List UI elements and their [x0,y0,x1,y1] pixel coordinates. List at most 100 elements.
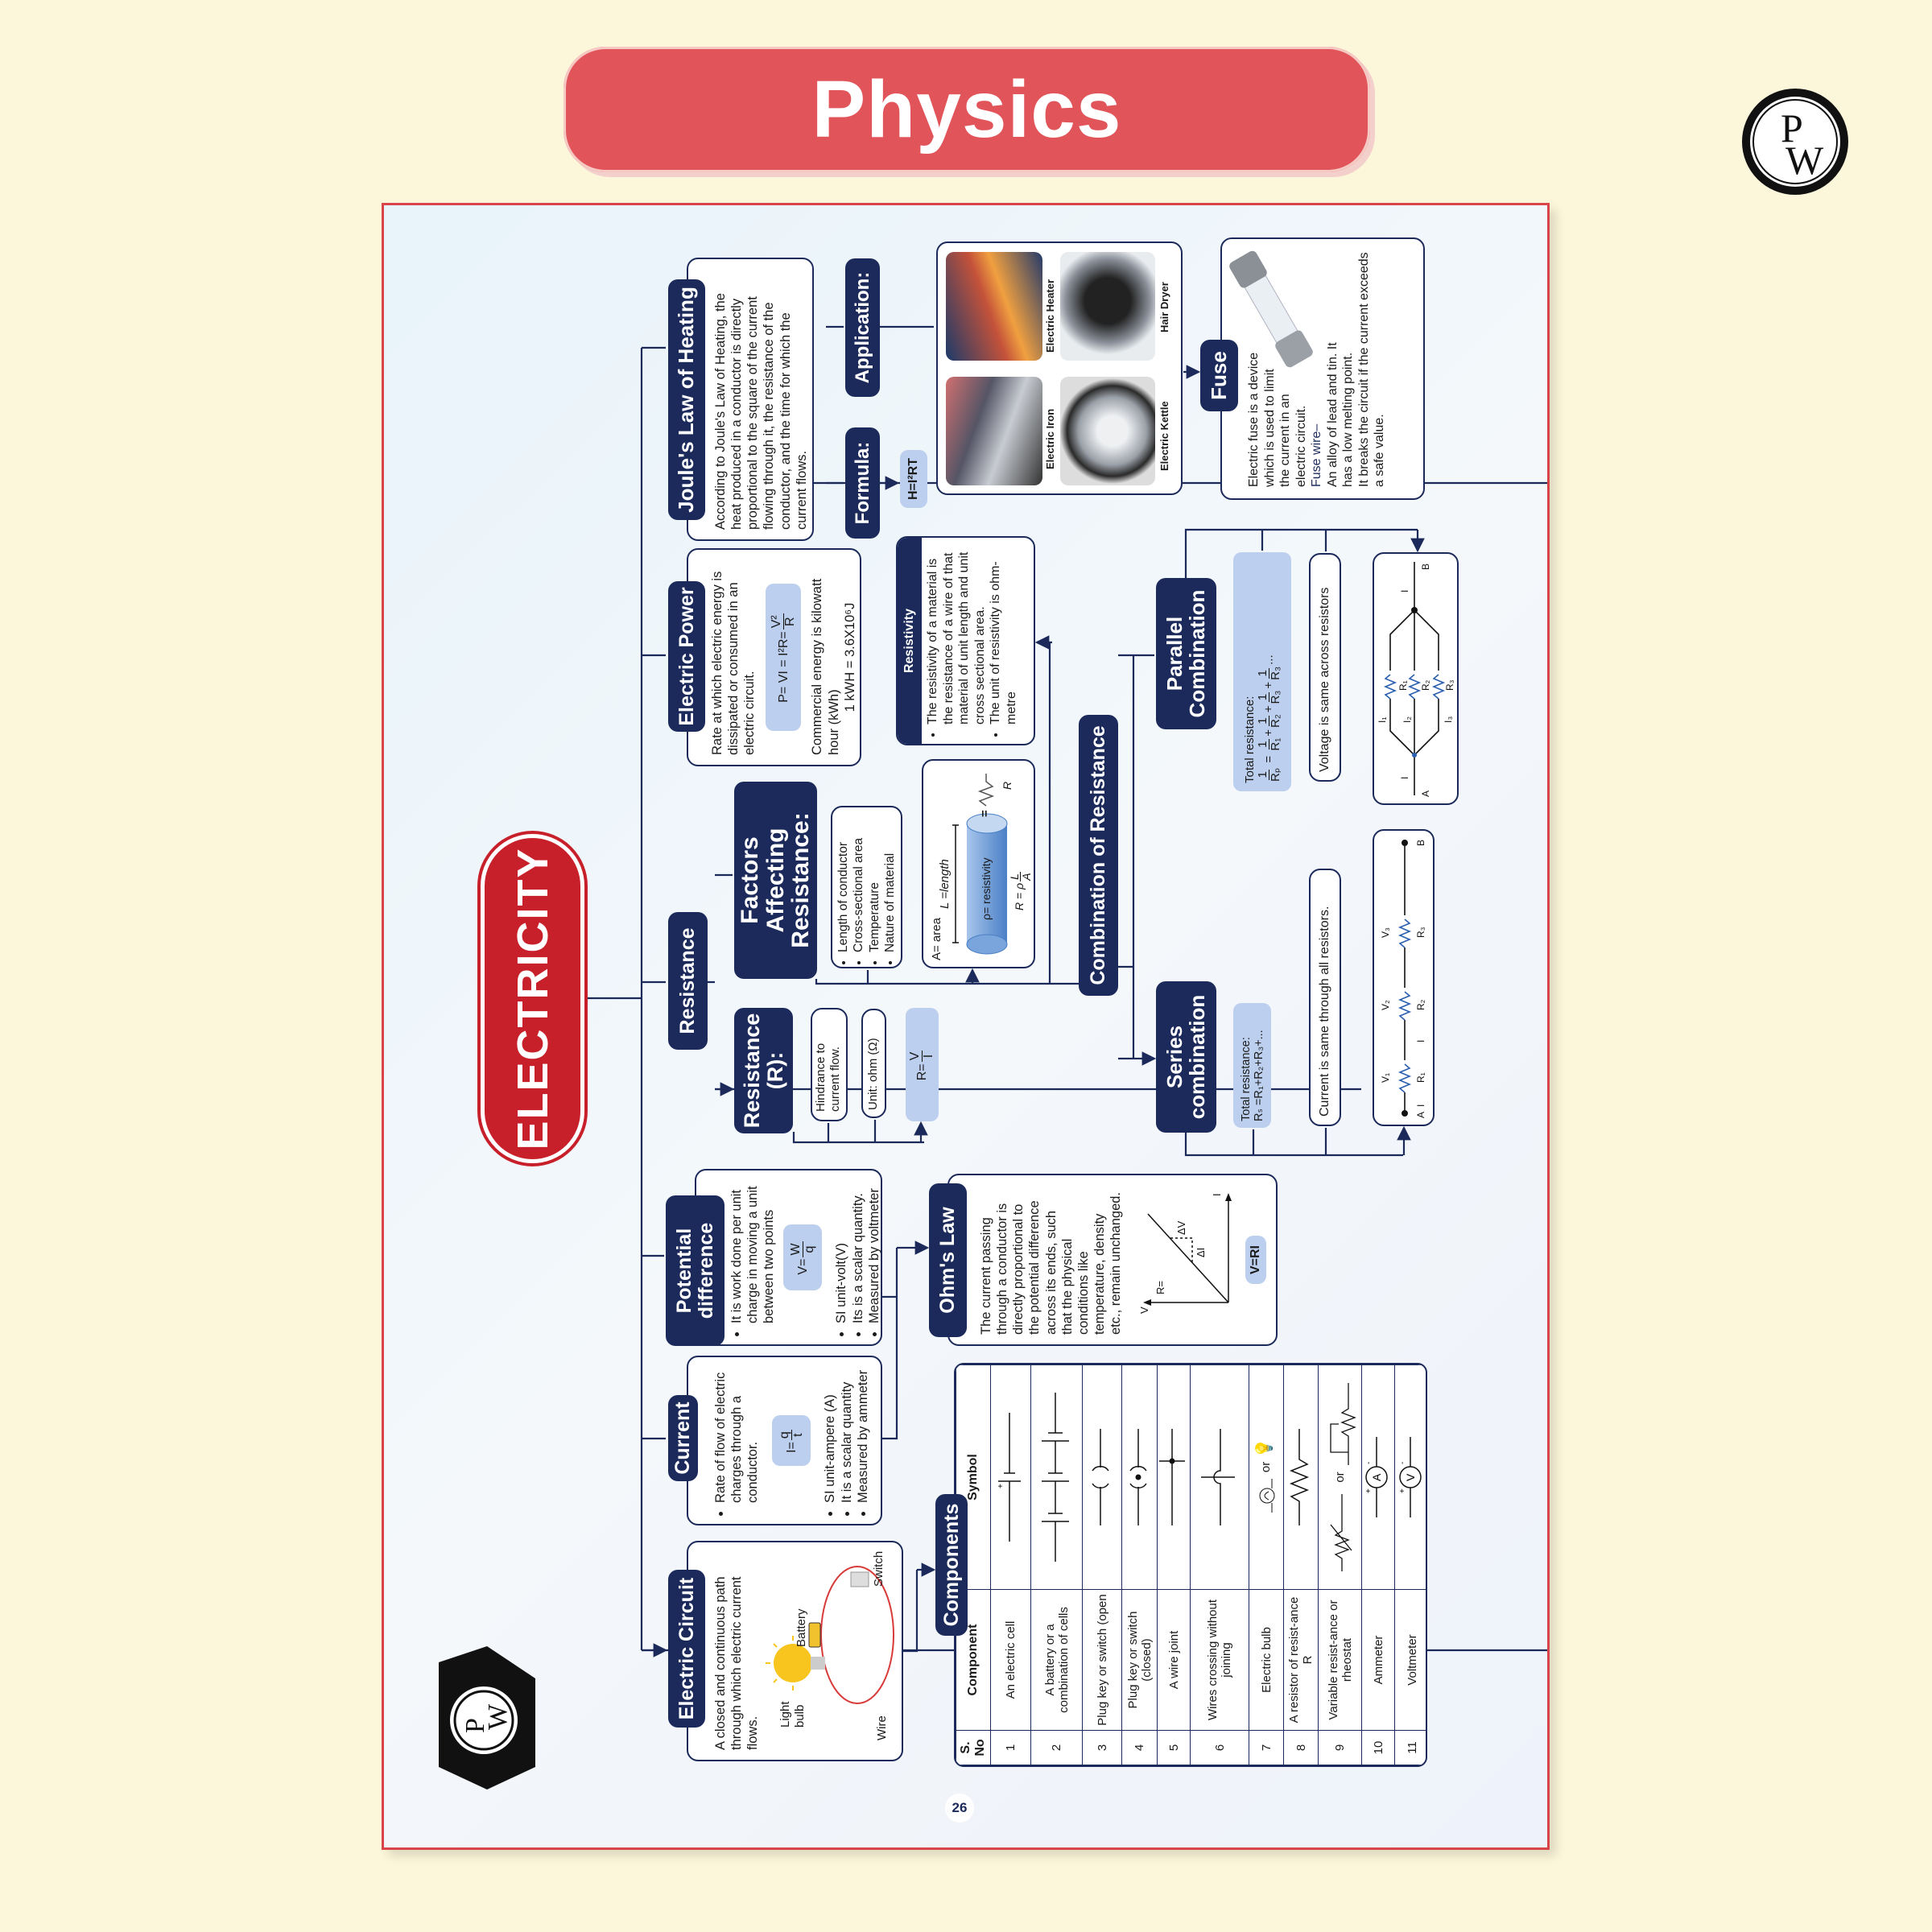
closed-key-symbol-icon [1129,1429,1147,1525]
series-note: Current is same through all resistors. [1309,869,1341,1126]
i-num: q [777,1430,792,1441]
parallel-formula-label: Total resistance: [1243,696,1257,783]
resistivity-bullet: The unit of resistivity is ohm-metre [988,544,1019,724]
svg-text:+: + [1364,1488,1373,1493]
combination-title: Combination of Resistance [1079,715,1118,996]
ohm-formula: V=RI [1245,1236,1267,1284]
application-images: Electric Heater Hair Dryer Electric Iron… [936,242,1183,495]
node-a-label: A [1420,791,1431,797]
page-title: Physics [811,64,1122,155]
node-b-label: B [1420,564,1431,570]
i3-label: I₃ [1443,716,1454,723]
r-num: V [908,1050,923,1063]
hair-dryer-label: Hair Dryer [1158,282,1170,332]
current-bullet: Rate of flow of electric charges through… [712,1367,761,1503]
svg-text:+: + [1398,1488,1407,1493]
fuse-title: Fuse [1200,340,1238,411]
circuit-text: A closed and continuous path through whi… [713,1576,761,1750]
length-label: L =length [938,859,952,909]
or-label: or [1258,1461,1273,1473]
svg-text:P: P [1781,105,1803,151]
current-label: I [1399,590,1410,592]
wire-crossing-symbol-icon [1201,1429,1235,1525]
series-formula-label: Total resistance: [1239,1037,1253,1121]
r3-label: R₃ [1415,927,1426,938]
current-label: I [1415,1104,1426,1107]
v-den: q [802,1245,816,1253]
parallel-diagram: A I I₁ R₁ I₂ R₂ I₃ R₃ I B [1373,552,1459,805]
delta-v-label: ΔV [1175,1220,1187,1235]
node-b-label: B [1415,840,1426,846]
factors-list: Length of conductorCross-sectional areaT… [831,806,902,968]
electric-kettle-label: Electric Kettle [1158,401,1170,471]
current-bullet: SI unit-ampere (A) [822,1367,838,1503]
i2-label: I₂ [1402,716,1413,723]
components-title: Components [935,1494,968,1636]
component-cell: An electric cell [990,1589,1031,1731]
frac-den: R₃ [1269,666,1282,680]
ohm-box: The current passing through a conductor … [947,1174,1278,1346]
v3-label: V₃ [1380,927,1391,938]
joule-box: According to Joule's Law of Heating, the… [687,258,814,541]
frac-num: 1 [1256,770,1269,780]
battery-label: Battery [795,1608,808,1647]
frac-den: R₃ [1269,690,1282,704]
component-cell: A battery or a combination of cells [1030,1589,1083,1731]
r3-label: R₃ [1444,679,1455,691]
eq-den: A [1020,873,1033,881]
ohm-title: Ohm's Law [929,1183,967,1337]
hair-dryer-image [1060,252,1155,361]
v-num: W [788,1241,803,1257]
svg-text:V: V [1404,1473,1417,1481]
joule-title: Joule's Law of Heating [668,279,705,520]
current-title: Current [668,1395,698,1481]
circuit-title: Electric Circuit [668,1570,705,1728]
component-cell: Variable resist-ance or rheostat [1318,1589,1362,1731]
joule-formula: H=I²RT [900,450,927,508]
resistivity-box: Resistivity The resistivity of a materia… [896,536,1035,745]
equals-label: = [978,810,992,817]
frac-den: Rₚ [1269,767,1282,782]
formula-title: Formula: [845,427,880,539]
root-node-electricity: ELECTRICITY [481,834,584,1163]
power-text: Rate at which electric energy is dissipa… [710,571,758,755]
hindrance-box: Hindrance to current flow. [811,1008,848,1121]
factor-item: Nature of material [882,814,898,952]
rheostat-alt-symbol-icon [1329,1383,1356,1466]
factors-title: Factors Affecting Resistance: [734,782,817,979]
current-box: Rate of flow of electric charges through… [687,1356,882,1525]
lit-bulb-icon: 💡 [1255,1438,1274,1459]
bulb-symbol-icon [1259,1479,1275,1513]
r1-label: R₁ [1397,680,1409,691]
sno-cell: 2 [1030,1730,1083,1765]
header-sno: S. No [956,1730,991,1765]
v-axis-label: V [1138,1307,1150,1314]
component-cell: Electric bulb [1249,1589,1284,1731]
joule-text: According to Joule's Law of Heating, the… [713,293,809,530]
potential-bullet: It is work done per unit charge in movin… [729,1180,777,1323]
circuit-drawing [766,1566,894,1704]
node-a-label: A [1415,1112,1426,1118]
bulb-label: Light bulb [778,1701,807,1728]
power-num: V² [769,613,784,630]
wire-joint-symbol-icon [1159,1429,1185,1525]
parallel-note: Voltage is same across resistors [1309,553,1341,782]
svg-text:-: - [1398,1462,1407,1464]
factor-item: Temperature [867,814,882,952]
resistance-r-title: Resistance (R): [734,1008,793,1133]
sno-cell: 8 [1283,1730,1319,1765]
electric-kettle-image [1060,377,1155,485]
parallel-circuit-icon: A I I₁ R₁ I₂ R₂ I₃ R₃ I B [1377,562,1455,797]
electric-iron-label: Electric Iron [1044,408,1056,469]
series-title: Series combination [1156,981,1216,1133]
ammeter-symbol-icon: A+- [1364,1437,1388,1517]
potential-bullet: SI unit-volt(V) [833,1180,849,1323]
